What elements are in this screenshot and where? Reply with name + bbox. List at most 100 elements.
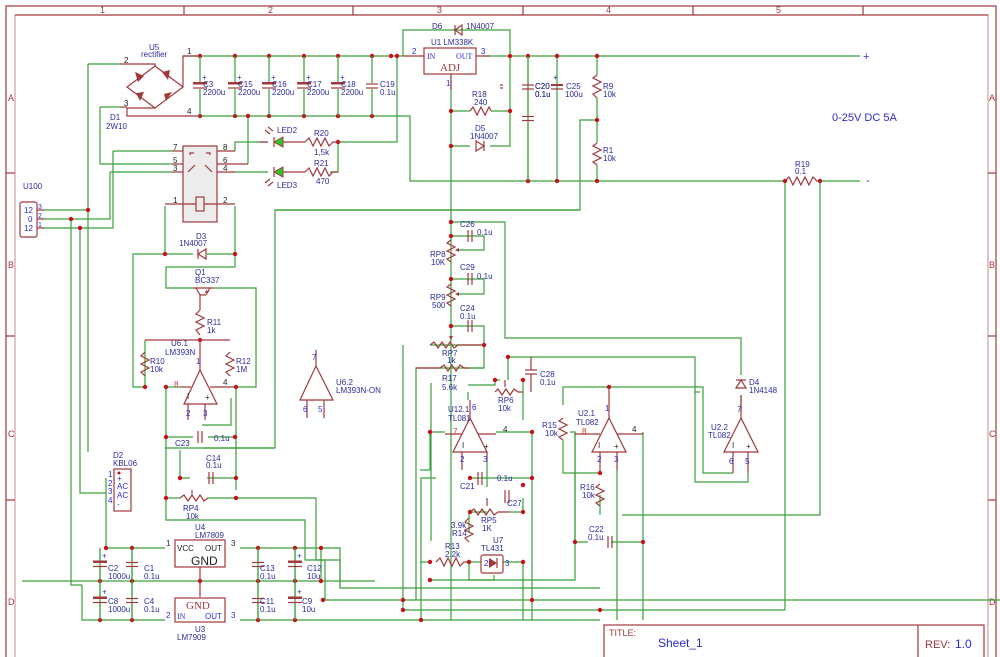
- resistor-r14[interactable]: 3.9k R14: [451, 517, 475, 543]
- potentiometer-rp9[interactable]: RP9 500: [430, 283, 459, 310]
- opamp-u2-2[interactable]: U2.2 TL082 7 6 5 I +: [708, 395, 759, 473]
- rev-value[interactable]: 1.0: [955, 637, 972, 651]
- svg-text:5: 5: [745, 457, 750, 466]
- bridge-rectifier-d2[interactable]: D2 KBL06 + AC AC - 1 2 3 4: [108, 451, 138, 512]
- potentiometer-rp4[interactable]: RP4 10k: [179, 490, 209, 521]
- diode-d3[interactable]: D3 1N4007: [179, 232, 208, 261]
- column-label: 1: [100, 5, 105, 15]
- resistor-r12[interactable]: R12 1M: [224, 351, 251, 377]
- c13-value: 0.1u: [260, 572, 276, 581]
- potentiometer-rp6[interactable]: RP6 10k: [494, 380, 523, 413]
- resistor-r15[interactable]: R15 10k: [542, 417, 569, 441]
- relay[interactable]: 7 5 3 8 6 4 1 2: [165, 143, 248, 223]
- q1-value: BC337: [195, 276, 220, 285]
- capacitor-c28[interactable]: C28 0.1u: [525, 357, 556, 392]
- resistor-r13[interactable]: R13 2.2k: [435, 542, 469, 568]
- resistor-r17[interactable]: R17 5.6k: [416, 363, 470, 392]
- shunt-regulator-u7[interactable]: U7 TL431 2 3: [480, 536, 510, 574]
- svg-text:3: 3: [483, 455, 488, 464]
- resistor-r18[interactable]: R18 240: [469, 90, 492, 117]
- capacitor-c14[interactable]: C14 0.1u: [206, 454, 222, 484]
- resistor-r20[interactable]: R20 1,5k: [304, 129, 338, 157]
- svg-text:+: +: [102, 588, 107, 597]
- capacitor-c27[interactable]: C27: [504, 490, 522, 508]
- resistor-r11[interactable]: R11 1k: [194, 309, 222, 336]
- regulator-u4-lm7809[interactable]: U4 LM7809 VCC OUT GND 1 3: [166, 523, 236, 597]
- potentiometer-rp7[interactable]: RP7 1k: [429, 336, 484, 365]
- connector-u100[interactable]: U100 12 0 12 3 2 1: [19, 182, 44, 238]
- led-led3[interactable]: LED3: [264, 166, 305, 190]
- capacitor-c22[interactable]: C22 0.1u: [588, 525, 613, 548]
- diode-d5[interactable]: D5 1N4007: [470, 124, 499, 153]
- capacitor-c23[interactable]: C23 0.1u: [175, 431, 230, 448]
- capacitor-c1[interactable]: C10.1u: [126, 548, 160, 581]
- transistor-q1[interactable]: Q1 BC337: [193, 268, 220, 310]
- led-led2[interactable]: LED2: [260, 126, 305, 148]
- sheet-title[interactable]: Sheet_1: [658, 636, 703, 650]
- c9-value: 10u: [302, 605, 315, 614]
- opamp-u2-1[interactable]: U2.1 TL082 8 4 1 2 3 I +: [575, 387, 643, 473]
- capacitor-c21[interactable]: C21 0.1u: [460, 472, 513, 491]
- u3-pin-out: OUT: [205, 612, 222, 621]
- capacitor-c20[interactable]: C20 0.1u: [500, 82, 551, 99]
- output-minus-terminal[interactable]: -: [866, 175, 870, 187]
- potentiometer-rp8[interactable]: RP8 10K: [430, 239, 459, 267]
- u6-1-value: LM393N: [165, 348, 195, 357]
- c20-ref: C20: [535, 82, 550, 91]
- resistor-r10[interactable]: R10 10k: [139, 351, 165, 377]
- resistor-r21[interactable]: R21 470: [304, 159, 338, 186]
- diode-d4[interactable]: D4 1N4148: [734, 378, 778, 395]
- r16-ref: R16: [580, 483, 595, 492]
- resistor-r19-shunt[interactable]: R19 0.1: [784, 160, 820, 187]
- capacitor-c25[interactable]: + C25 100u: [551, 73, 583, 99]
- resistor-r9[interactable]: R9 10k: [591, 74, 617, 99]
- junction-dot: [318, 578, 324, 584]
- r14-value: 3.9k: [451, 521, 467, 530]
- c11-value: 0.1u: [260, 605, 276, 614]
- svg-text:1: 1: [196, 357, 201, 366]
- svg-text:+: +: [297, 588, 302, 597]
- regulator-u1-lm338k[interactable]: U1 LM338K IN OUT ADJ 2 3 1: [403, 38, 490, 90]
- svg-text:3: 3: [614, 455, 619, 464]
- svg-text:2: 2: [38, 213, 42, 220]
- resistor-r16[interactable]: R16 10k: [580, 483, 606, 507]
- c28-ref: C28: [540, 370, 555, 379]
- svg-text:3: 3: [505, 559, 510, 568]
- bridge-rectifier-u5[interactable]: 2 3 1 4 U5 rectifier D1 2W10: [106, 43, 200, 131]
- junction-dot: [529, 429, 535, 435]
- opamp-u12-1[interactable]: U12.1 TL081 7 4 6 2 3 I +: [445, 400, 508, 470]
- u2-2-value: TL082: [708, 431, 731, 440]
- potentiometer-rp5[interactable]: RP5 1K: [469, 498, 509, 533]
- junction-dot: [467, 475, 473, 481]
- resistor-r1[interactable]: R1 10k: [591, 142, 617, 166]
- svg-text:+: +: [297, 552, 302, 561]
- column-label: 2: [268, 5, 273, 15]
- c12-ref: C12: [307, 564, 322, 573]
- regulator-u3-lm7909[interactable]: GND IN OUT U3 LM7909 2 3: [166, 597, 236, 642]
- svg-text:2: 2: [166, 611, 171, 620]
- svg-text:8: 8: [223, 143, 228, 152]
- capacitor-c4[interactable]: C40.1u: [126, 581, 160, 620]
- diode-d6[interactable]: D6 1N4007: [432, 22, 495, 37]
- output-plus-terminal[interactable]: +: [863, 51, 869, 63]
- comparator-u6-1[interactable]: U6.1 LM393N 8 4 1 2 3 I +: [145, 339, 236, 420]
- comparator-u6-2[interactable]: 7 6 5 U6.2 LM393N-ON: [299, 350, 381, 418]
